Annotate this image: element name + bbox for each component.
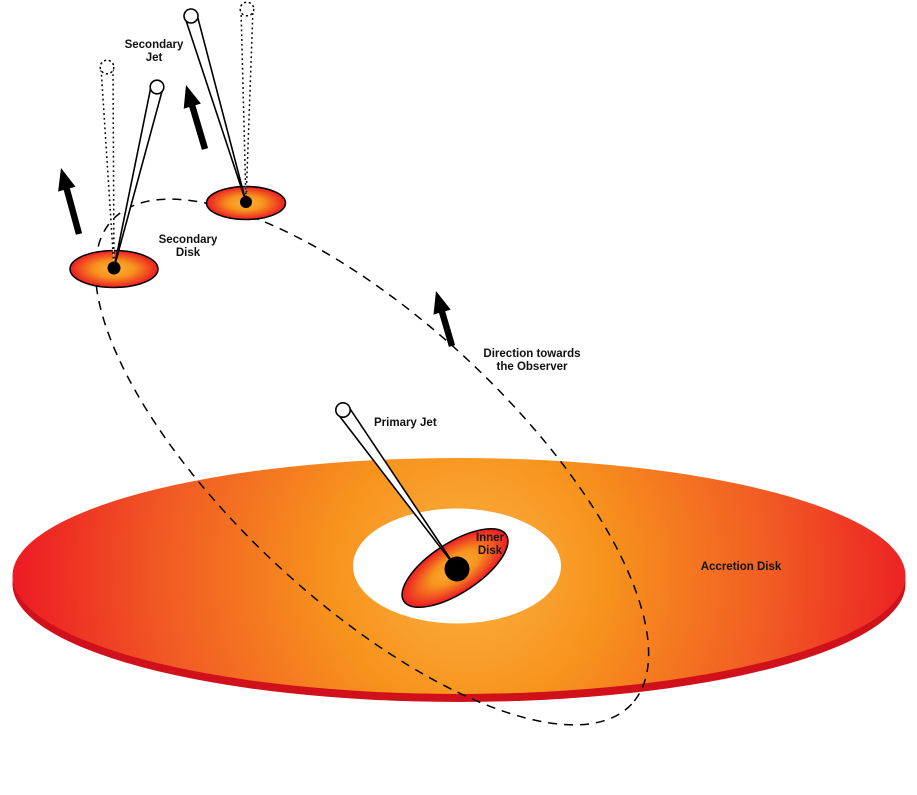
secondary-jet-1-tip-circle xyxy=(149,79,165,95)
secondary-jet-1-cone xyxy=(113,84,164,269)
secondary-jet-1-dotted-tip-circle xyxy=(99,59,115,75)
up-arrow-1 xyxy=(58,168,83,235)
observer-label-line2: the Observer xyxy=(497,361,568,373)
inner-disk-label-line1: Inner xyxy=(476,532,505,544)
primary-jet-tip-circle xyxy=(334,401,351,418)
observer-direction-arrow xyxy=(433,291,456,347)
primary-jet-label: Primary Jet xyxy=(374,417,437,429)
secondary-disk-1-dot xyxy=(107,261,121,275)
secondary-disk-1-group xyxy=(69,59,165,289)
secondary-disk-label-line2: Disk xyxy=(176,247,201,259)
black-hole-dot xyxy=(444,556,470,582)
observer-label-line1: Direction towards xyxy=(483,348,580,360)
secondary-jet-1-dotted-cone xyxy=(100,66,115,269)
secondary-disk-2-group xyxy=(183,1,287,221)
inner-disk-label-line2: Disk xyxy=(478,545,503,557)
secondary-jet-2-dotted-tip-circle xyxy=(239,1,255,17)
secondary-disk-label-line1: Secondary xyxy=(159,234,218,246)
secondary-jet-2-dotted-cone xyxy=(240,8,254,203)
secondary-jet-label-line1: Secondary xyxy=(125,39,184,51)
orbit-dashed-path xyxy=(94,198,650,726)
up-arrow-2 xyxy=(183,85,209,150)
accretion-disk-label: Accretion Disk xyxy=(701,561,782,573)
secondary-jet-2-tip-circle xyxy=(183,8,199,24)
secondary-jet-label-line2: Jet xyxy=(146,52,163,64)
secondary-disk-2-dot xyxy=(240,196,252,208)
